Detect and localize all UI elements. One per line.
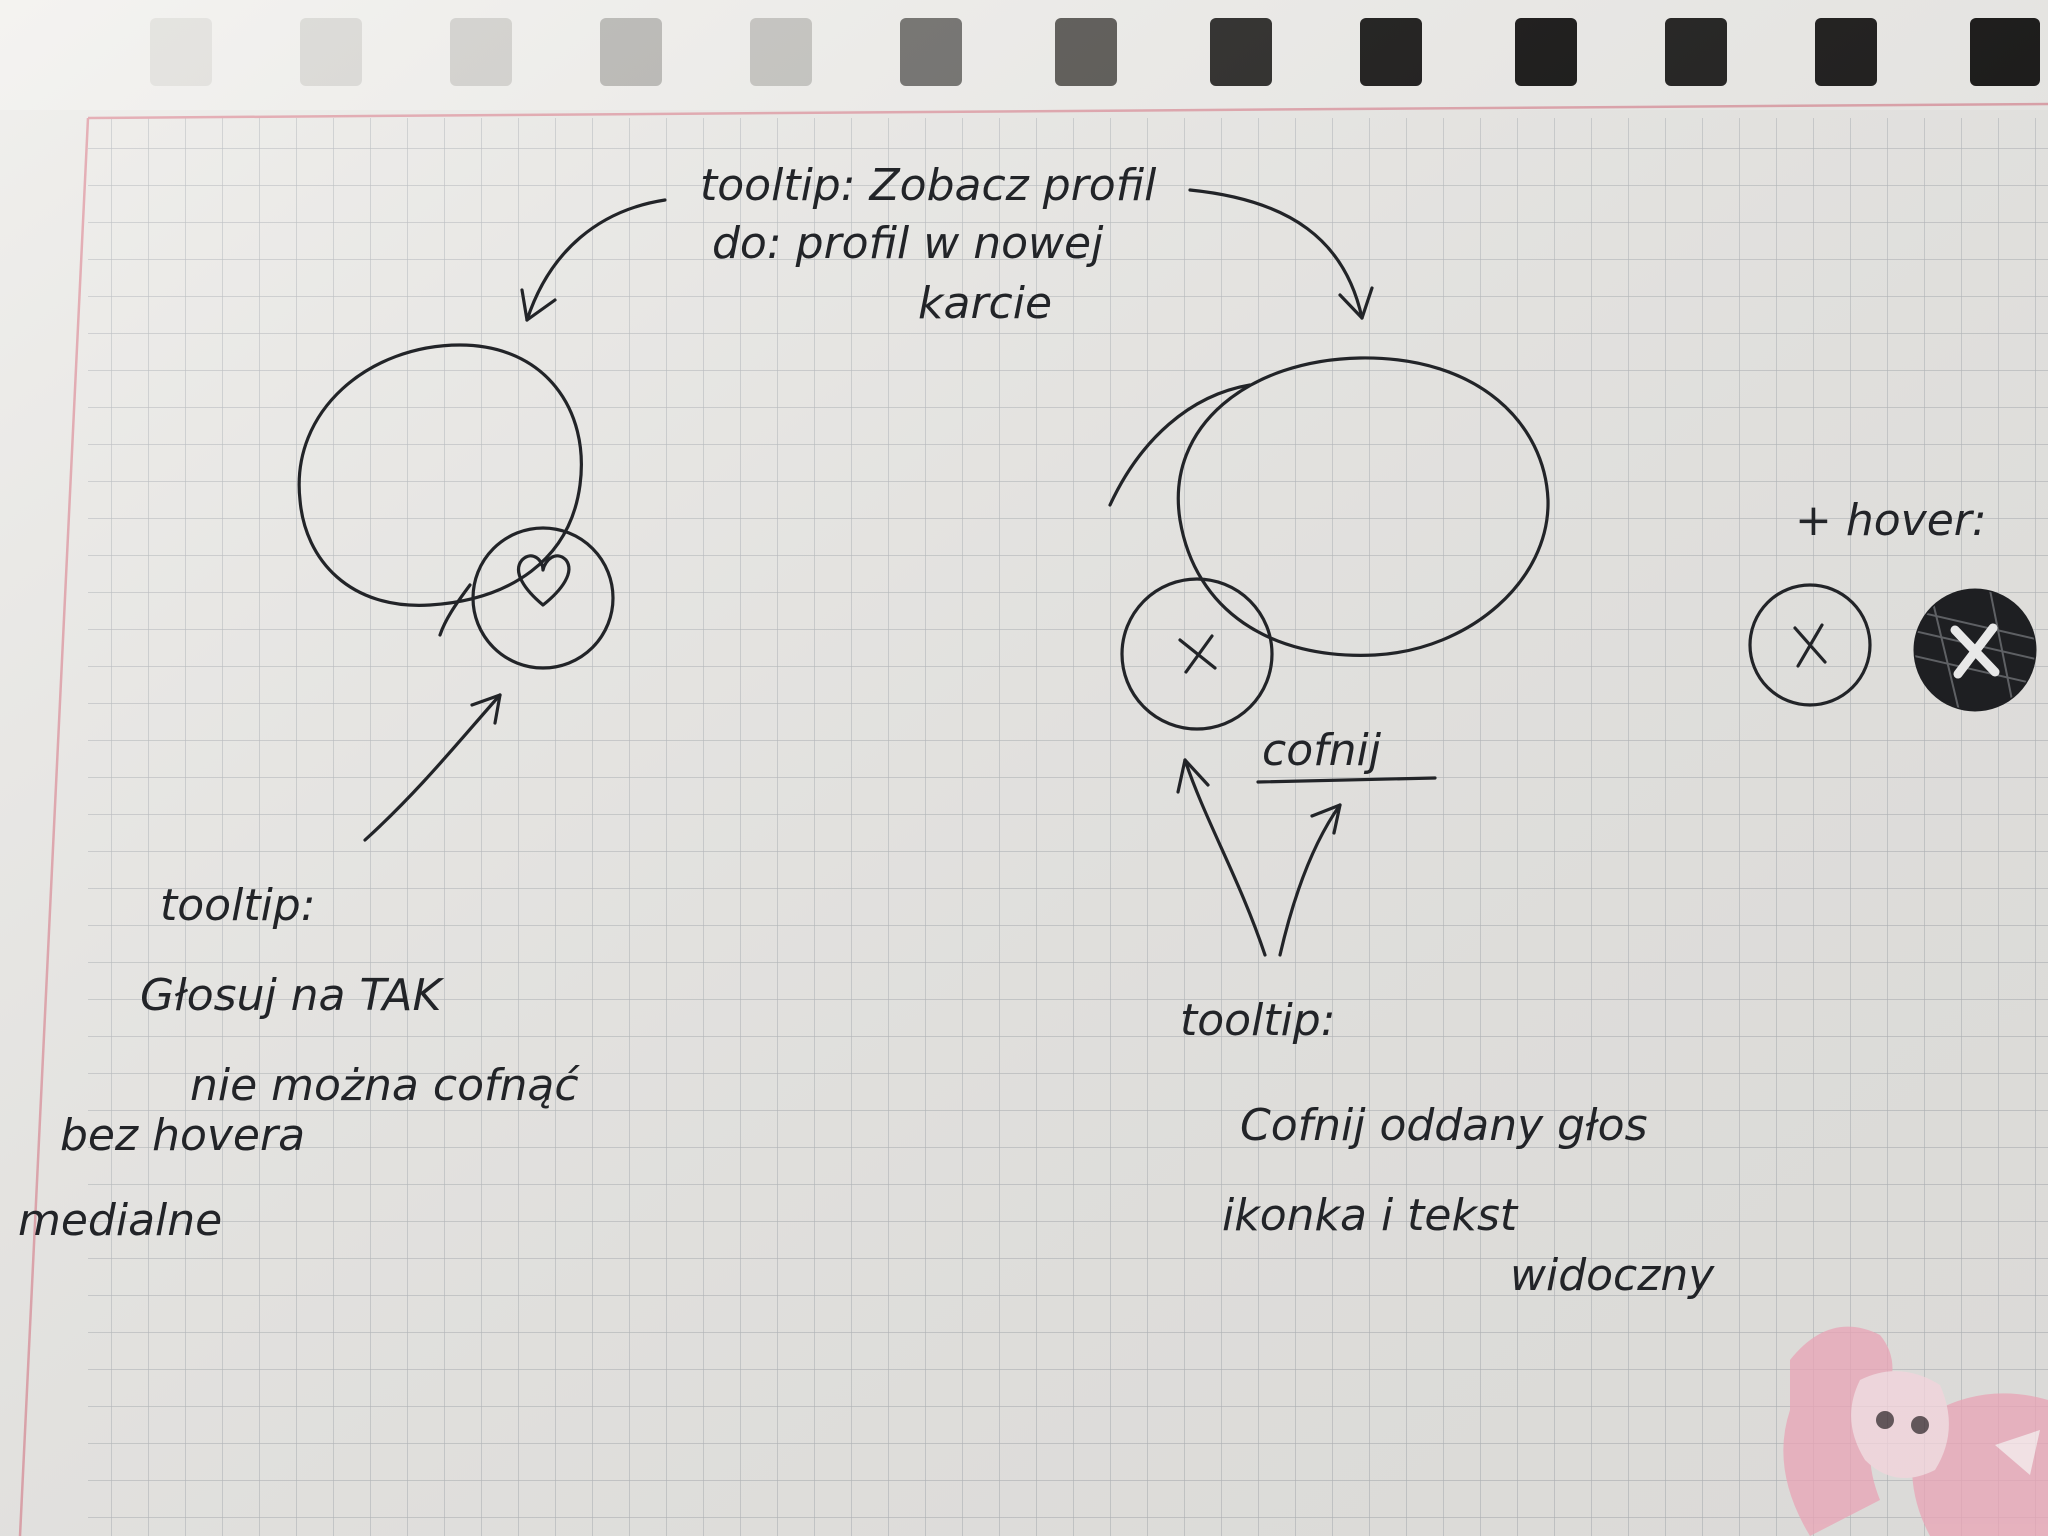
hover-state-default xyxy=(1748,583,1872,707)
arrow-to-close-badge xyxy=(1183,758,1267,957)
hover-state-active xyxy=(1913,588,2037,712)
undo-note-line1: tooltip: xyxy=(1180,995,1336,1046)
heart-note-line3: nie można cofnąć xyxy=(190,1060,580,1111)
avatar-circle-right xyxy=(1108,383,1252,507)
undo-note-line3: ikonka i tekst xyxy=(1222,1190,1519,1241)
undo-underline xyxy=(1256,776,1437,784)
close-badge xyxy=(1120,577,1274,731)
close-icon xyxy=(1178,634,1217,674)
avatar-circle-left xyxy=(438,583,472,637)
heart-badge xyxy=(471,526,615,670)
close-icon xyxy=(1793,623,1827,668)
heart-note-line5: medialne xyxy=(18,1195,222,1246)
arrow-to-undo-label xyxy=(1278,803,1342,957)
hover-label: + hover: xyxy=(1795,495,1987,546)
close-icon-filled xyxy=(1950,623,2000,679)
heart-note-line1: tooltip: xyxy=(160,880,316,931)
top-note-line3: karcie xyxy=(918,278,1052,329)
arrow-to-right-avatar xyxy=(1188,188,1364,320)
heart-note-line2: Głosuj na TAK xyxy=(140,970,444,1021)
top-note-line2: do: profil w nowej xyxy=(712,218,1104,269)
avatar-circle-right xyxy=(1176,356,1550,657)
arrow-to-left-avatar xyxy=(525,198,667,322)
avatar-circle-left xyxy=(297,343,583,607)
heart-icon xyxy=(516,554,571,607)
pink-sticker xyxy=(1783,1326,2048,1536)
arrow-to-heart-badge xyxy=(363,693,502,842)
top-note-line1: tooltip: Zobacz profil xyxy=(700,160,1157,211)
undo-note-line4: widoczny xyxy=(1510,1250,1715,1301)
undo-note-line2: Cofnij oddany głos xyxy=(1240,1100,1648,1151)
heart-note-line4: bez hovera xyxy=(60,1110,305,1161)
undo-label: cofnij xyxy=(1262,725,1382,776)
